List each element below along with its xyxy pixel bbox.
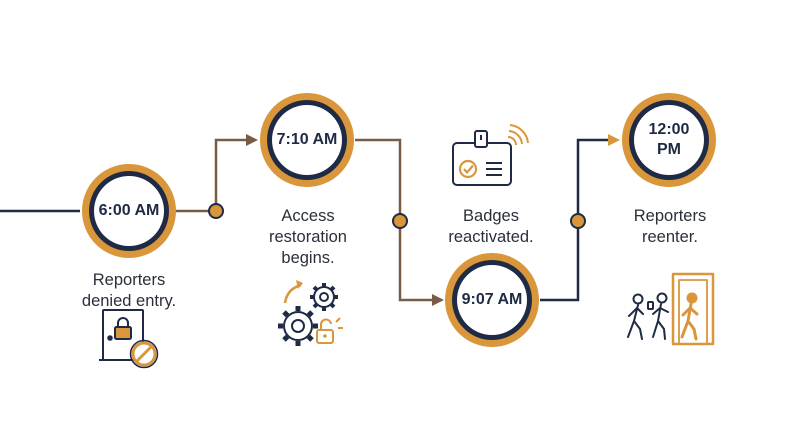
arrowhead-3: [608, 134, 620, 146]
caption-2-line-2: restoration: [269, 228, 347, 246]
caption-3-line-1: Badges: [463, 207, 519, 225]
node-time-2: 7:10 AM: [276, 131, 338, 148]
node-time-4-line-2: PM: [657, 141, 681, 158]
locked-door-icon: [99, 309, 159, 369]
node-time-4: 12:00 PM: [621, 120, 717, 160]
caption-1: Reporters denied entry.: [44, 270, 214, 312]
people-entering-icon: [627, 272, 715, 346]
arrowhead-1: [246, 134, 258, 146]
gears-unlock-icon: [278, 280, 343, 346]
caption-2-line-3: begins.: [281, 249, 335, 267]
node-time-3: 9:07 AM: [461, 291, 523, 308]
caption-3: Badges reactivated.: [406, 206, 576, 248]
connector-1b: [214, 138, 250, 211]
caption-2-line-1: Access: [281, 207, 335, 225]
node-time-4-line-1: 12:00: [648, 121, 690, 138]
person-2: [647, 292, 669, 340]
node-ring-3: [445, 253, 539, 347]
gear-large: [278, 306, 318, 346]
node-ring-2: [260, 93, 354, 187]
caption-4: Reporters reenter.: [585, 206, 755, 248]
node-time-1: 6:00 AM: [98, 202, 160, 219]
node-ring-4: [622, 93, 716, 187]
connectors: [0, 134, 620, 306]
arrowhead-2: [432, 294, 444, 306]
badge-icon: [452, 124, 529, 186]
caption-3-line-2: reactivated.: [448, 228, 534, 246]
junction-dot-1: [208, 203, 224, 219]
node-ring-1: [82, 164, 176, 258]
gear-small: [310, 283, 338, 311]
person-3: [680, 292, 699, 341]
node-rings: [82, 93, 716, 347]
caption-1-line-2: denied entry.: [81, 292, 177, 310]
caption-1-line-1: Reporters: [92, 271, 166, 289]
person-1: [627, 293, 644, 340]
caption-4-line-2: reenter.: [642, 228, 698, 246]
junction-dot-3: [570, 213, 586, 229]
caption-4-line-1: Reporters: [633, 207, 707, 225]
junction-dot-2: [392, 213, 408, 229]
caption-2: Access restoration begins.: [223, 206, 393, 269]
